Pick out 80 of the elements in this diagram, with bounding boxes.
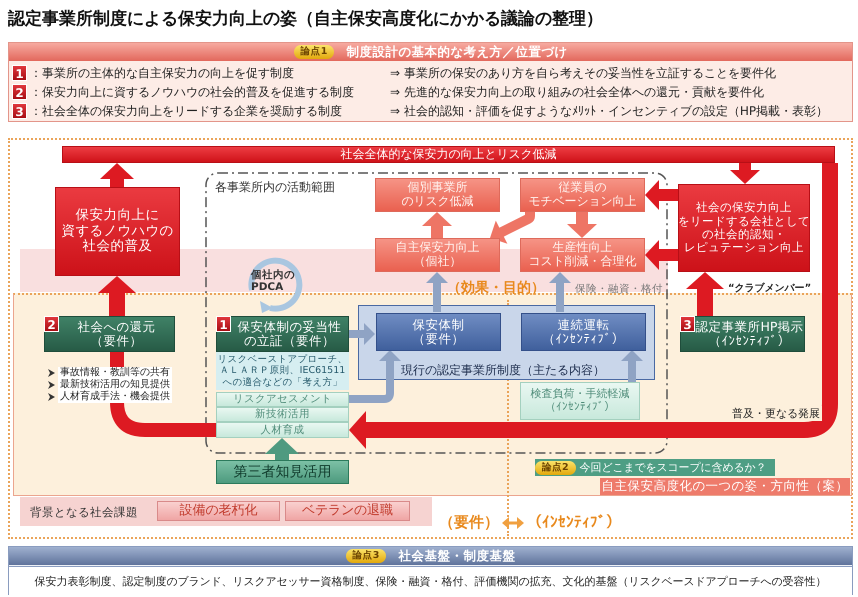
region-label: 各事業所内の活動範囲 <box>215 179 335 196</box>
arrow <box>645 240 678 270</box>
diagram-title: 認定事業所制度による保安力向上の姿（自主保安高度化にかかる議論の整理） <box>8 8 603 30</box>
arrow <box>349 163 838 449</box>
arrow <box>621 350 643 382</box>
list-item-text: 人材育成手法・機会提供 <box>58 391 172 403</box>
step-number: 2 <box>12 84 27 100</box>
arrow <box>422 212 452 238</box>
measure-box: リスクアセスメント <box>216 392 349 407</box>
measure-box: 検査負荷・手続軽減（ｲﾝｾﾝﾃｨﾌﾞ） <box>520 382 640 420</box>
effect-box: 従業員のモチベーション向上 <box>520 178 645 212</box>
arrow <box>349 323 375 345</box>
measure-box: 人材育成 <box>216 422 349 438</box>
list-item-text: 最新技術活用の知見提供 <box>58 379 172 391</box>
question-text: 今回どこまでをスコープに含めるか？ <box>580 460 767 475</box>
info-panel <box>8 42 853 122</box>
arrow <box>730 163 760 184</box>
arrow <box>686 272 724 316</box>
topic-tag: 論点3 <box>346 549 386 563</box>
topic-tag: 論点1 <box>294 45 334 59</box>
box-label: 認定事業所HP掲示（ｲﾝｾﾝﾃｨﾌﾞ） <box>696 320 804 348</box>
caption-tag: 自主保安高度化の一つの姿・方向性（案） <box>600 478 850 495</box>
issue-box: ベテランの退職 <box>285 501 410 521</box>
box-label: 保安体制の妥当性の立証（要件） <box>238 320 342 348</box>
effect-box: 生産性向上コスト削減・合理化 <box>520 238 645 272</box>
info-panel <box>8 546 853 595</box>
numbered-box <box>680 316 805 352</box>
arrow <box>490 211 535 244</box>
arrow <box>567 212 597 238</box>
row-text: ：保安力向上に資するノウハウの社会的普及を促進する制度 <box>30 85 354 100</box>
issue-band <box>20 497 432 526</box>
row-text: ：事業所の主体的な自主保安力の向上を促す制度 <box>30 66 294 81</box>
system-box: 保安体制（要件） <box>376 313 501 351</box>
note-box: リスクベーストアプローチ、ＡＬＡＲＰ原則、IEC61511への適合などの「考え方」 <box>216 352 349 390</box>
numbered-box <box>44 316 175 352</box>
list-item-text: 事故情報・教訓等の共有 <box>58 367 172 379</box>
row-text: ⇒ 先進的な保安力向上の取り組みの社会全体への還元・貢献を要件化 <box>390 85 764 100</box>
row-text: ⇒ 事業所の保安のあり方を自ら考えその妥当性を立証することを要件化 <box>390 66 776 81</box>
panel-label: 現行の認定事業所制度（主たる内容） <box>401 362 605 379</box>
effect-box: 自主保安力向上（個社） <box>375 238 500 272</box>
arrow <box>100 163 134 187</box>
step-number: 3 <box>12 103 27 119</box>
goal-box: 社会の保安力向上をリードする会社としての社会的認知・レピュテーション向上 <box>678 184 810 272</box>
edge-label: 普及・更なる発展 <box>730 406 822 421</box>
question-bar <box>535 459 775 476</box>
panel-body: 保安力表彰制度、認定制度のブランド、リスクアセッサー資格制度、保険・融資・格付、評価機関の拡充、文化的基盤（リスクベースドアプローチへの受容性） <box>9 566 852 595</box>
step-number: 3 <box>680 316 695 332</box>
dashed-region <box>205 172 668 454</box>
step-number: 2 <box>44 316 59 332</box>
topic-tag: 論点2 <box>535 460 576 474</box>
measure-box: 新技術活用 <box>216 407 349 422</box>
category-label: （ｲﾝｾﾝﾃｨﾌﾞ） <box>524 512 624 534</box>
arrow <box>645 180 678 210</box>
step-number: 1 <box>216 316 231 332</box>
category-label: （要件） <box>436 512 502 534</box>
box-label: 社会への還元（要件） <box>78 320 156 348</box>
panel-title: 社会基盤・制度基盤 <box>398 548 516 564</box>
arrow <box>349 350 401 403</box>
annotation-text: （効果・目的） <box>447 279 545 297</box>
goal-box: 保安力向上に資するノウハウの社会的普及 <box>55 187 180 276</box>
annotation-text: 保険・融資・格付 <box>575 282 663 296</box>
issue-box: 設備の老朽化 <box>157 501 280 521</box>
source-box: 第三者知見活用 <box>216 460 349 484</box>
effect-box: 個別事業所のリスク低減 <box>375 178 500 212</box>
step-number: 1 <box>12 65 27 81</box>
panel-title: 制度設計の基本的な考え方／位置づけ <box>346 44 568 60</box>
arrow <box>549 272 571 312</box>
region-label: 背景となる社会課題 <box>30 505 138 520</box>
row-text: ：社会全体の保安力向上をリードする企業を奨励する制度 <box>30 104 342 119</box>
pdca-cycle: 個社内のPDCA <box>245 255 307 313</box>
numbered-box <box>216 316 349 352</box>
banner-bar: 社会全体的な保安力の向上とリスク低減 <box>62 146 835 163</box>
arrow <box>502 517 524 529</box>
system-box: 連続運転（ｲﾝｾﾝﾃｨﾌﾞ） <box>521 313 646 351</box>
arrow <box>265 438 299 460</box>
arrow <box>98 276 136 316</box>
row-text: ⇒ 社会的認知・評価を促すようなﾒﾘｯﾄ・インセンティブの設定（HP掲載・表彰） <box>390 104 828 119</box>
system-panel <box>358 305 655 380</box>
annotation-text: “クラブメンバー” <box>728 282 812 295</box>
arrow <box>426 272 448 312</box>
